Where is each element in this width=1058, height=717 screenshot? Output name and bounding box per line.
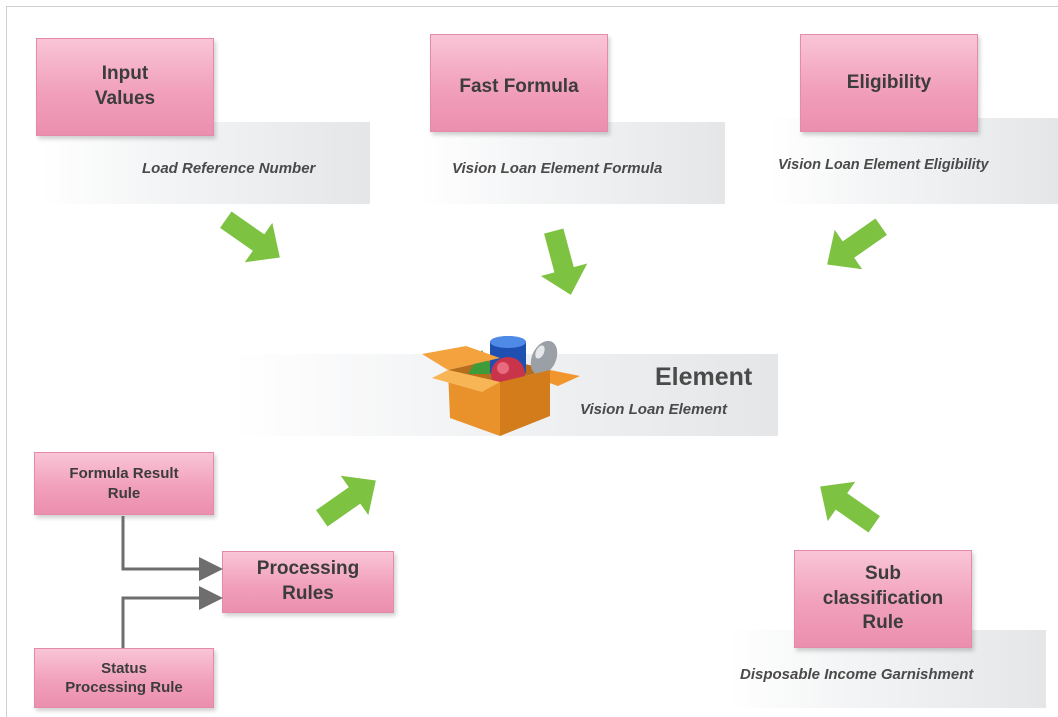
input-values-subtitle: Load Reference Number xyxy=(142,160,316,177)
sub-classification-subtitle: Disposable Income Garnishment xyxy=(740,666,974,683)
formula-result-rule-label: Formula Result Rule xyxy=(69,465,179,502)
fast-formula-label: Fast Formula xyxy=(459,76,579,97)
element-title: Element xyxy=(655,363,753,391)
fast-formula-panel xyxy=(420,122,725,204)
fast-formula-subtitle: Vision Loan Element Formula xyxy=(452,160,663,177)
status-processing-rule-label: Status Processing Rule xyxy=(65,659,183,697)
green-arrow-icon xyxy=(815,205,895,285)
eligibility-label: Eligibility xyxy=(846,71,932,93)
diagram-frame xyxy=(6,6,1058,717)
element-subtitle: Vision Loan Element xyxy=(580,401,727,418)
status-processing-rule-box[interactable]: Status Processing Rule xyxy=(34,648,214,708)
open-box-with-shapes-icon xyxy=(420,328,585,440)
eligibility-panel xyxy=(770,118,1058,204)
input-values-box[interactable]: Input Values xyxy=(36,38,214,136)
processing-rules-label: Processing Rules xyxy=(256,558,360,604)
eligibility-subtitle: Vision Loan Element Eligibility xyxy=(778,157,989,173)
fast-formula-box[interactable]: Fast Formula xyxy=(430,34,608,132)
green-arrow-icon xyxy=(212,198,292,278)
sub-classification-rule-box[interactable]: Sub classification Rule xyxy=(794,550,972,648)
input-values-label: Input Values xyxy=(94,63,156,109)
formula-result-rule-box[interactable]: Formula Result Rule xyxy=(34,452,214,515)
green-arrow-icon xyxy=(308,460,388,540)
sub-classification-rule-label: Sub classification Rule xyxy=(822,562,944,634)
eligibility-box[interactable]: Eligibility xyxy=(800,34,978,132)
green-arrow-icon xyxy=(522,222,602,302)
green-arrow-icon xyxy=(808,466,888,546)
processing-rules-box[interactable]: Processing Rules xyxy=(222,551,394,613)
